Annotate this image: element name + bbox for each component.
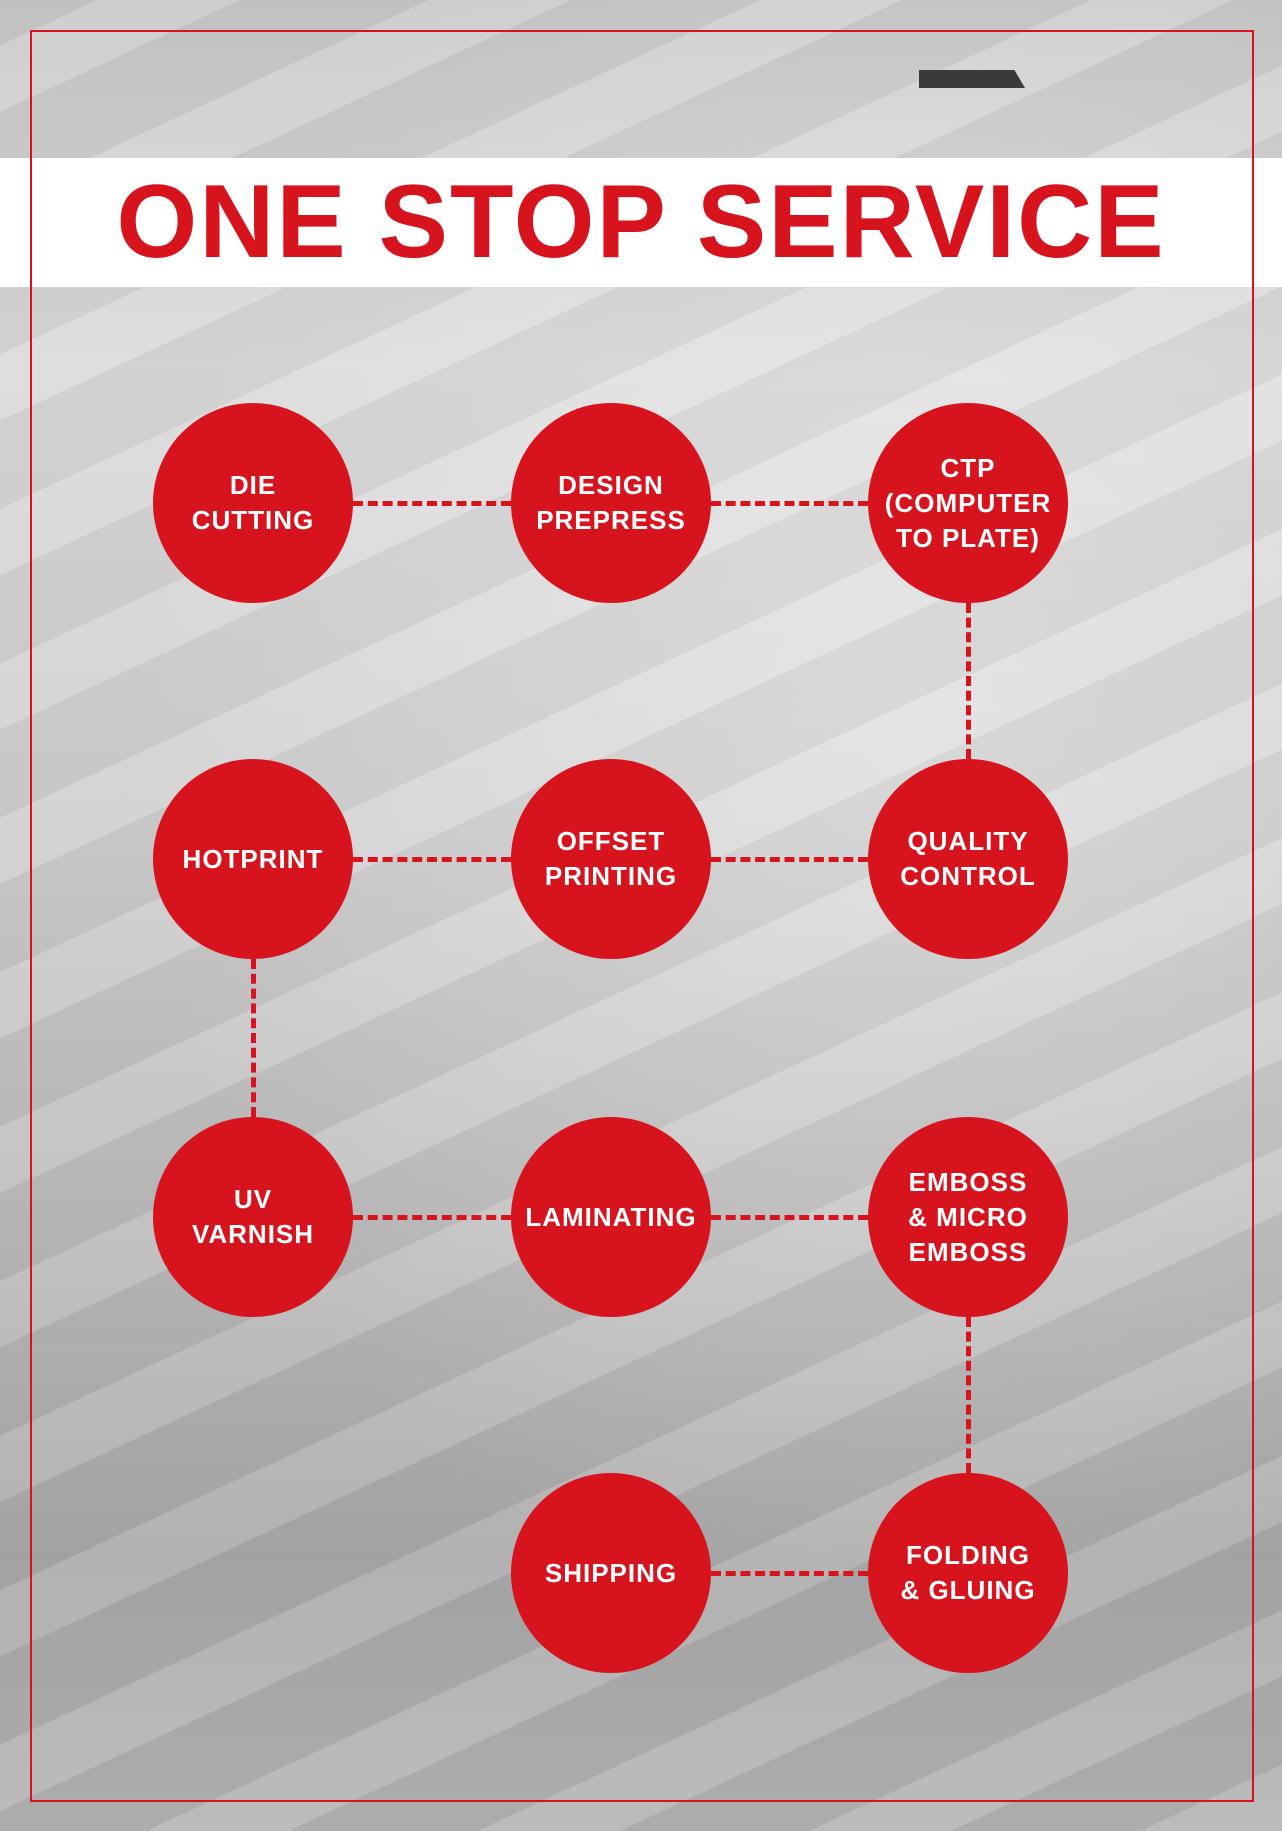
- service-hotprint: HOTPRINT: [153, 759, 353, 959]
- connector: [353, 501, 511, 506]
- connector: [251, 959, 256, 1117]
- service-ctp: CTP (COMPUTER TO PLATE): [868, 403, 1068, 603]
- decorative-tab: [919, 70, 1025, 88]
- connector: [711, 1571, 868, 1576]
- service-folding-gluing: FOLDING & GLUING: [868, 1473, 1068, 1673]
- service-offset-printing: OFFSET PRINTING: [511, 759, 711, 959]
- connector: [353, 1215, 511, 1220]
- connector: [966, 1317, 971, 1473]
- connector: [711, 857, 868, 862]
- service-emboss: EMBOSS & MICRO EMBOSS: [868, 1117, 1068, 1317]
- service-uv-varnish: UV VARNISH: [153, 1117, 353, 1317]
- connector: [966, 603, 971, 759]
- red-border-frame: [30, 30, 1254, 1802]
- service-design-prepress: DESIGN PREPRESS: [511, 403, 711, 603]
- service-shipping: SHIPPING: [511, 1473, 711, 1673]
- service-die-cutting: DIE CUTTING: [153, 403, 353, 603]
- service-laminating: LAMINATING: [511, 1117, 711, 1317]
- page-title: ONE STOP SERVICE: [116, 164, 1166, 280]
- connector: [353, 857, 511, 862]
- connector: [711, 501, 868, 506]
- connector: [711, 1215, 868, 1220]
- title-band: [0, 158, 1282, 287]
- service-quality-control: QUALITY CONTROL: [868, 759, 1068, 959]
